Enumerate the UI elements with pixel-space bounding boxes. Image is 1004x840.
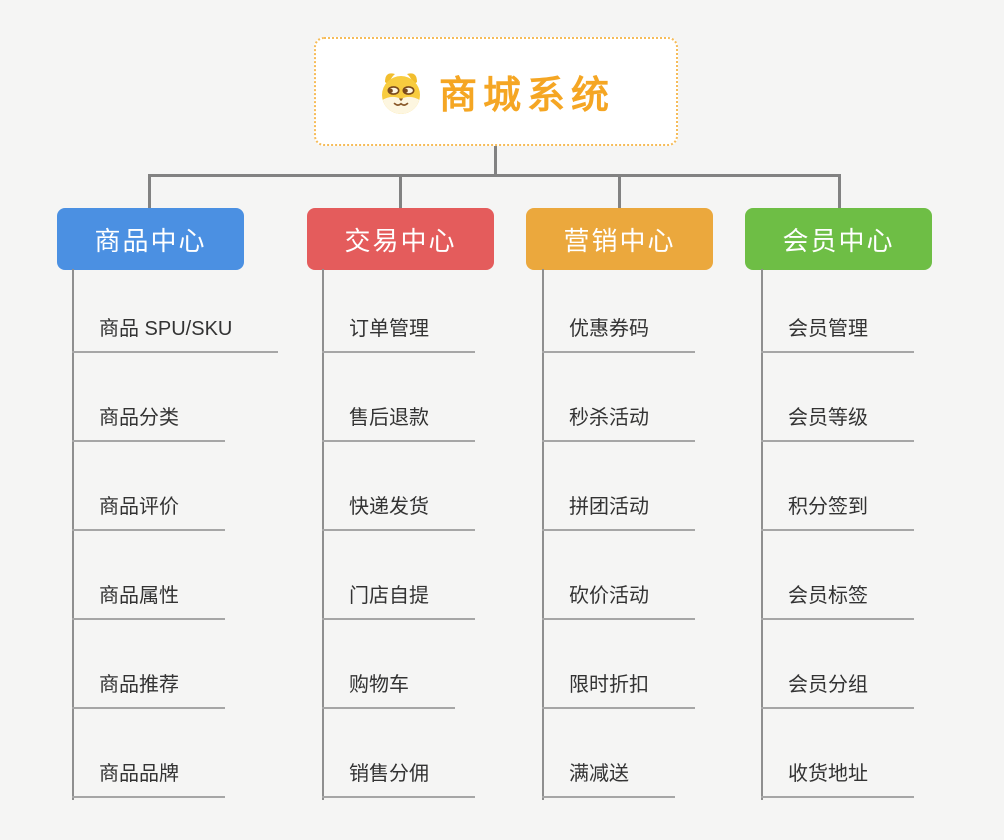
connector-drop-product-center bbox=[148, 174, 151, 208]
branch-label: 交易中心 bbox=[344, 225, 457, 256]
trunk-line-trade-center bbox=[322, 269, 324, 800]
root-node[interactable]: 商城系统 bbox=[314, 37, 678, 146]
leaf-item[interactable]: 会员标签 bbox=[761, 582, 914, 620]
connector-drop-member-center bbox=[838, 174, 841, 208]
connector-bus bbox=[148, 174, 841, 177]
leaf-item[interactable]: 秒杀活动 bbox=[542, 404, 695, 442]
branch-node-member-center[interactable]: 会员中心 bbox=[745, 208, 932, 270]
leaf-item[interactable]: 优惠券码 bbox=[542, 315, 695, 353]
leaf-item[interactable]: 购物车 bbox=[322, 671, 455, 709]
leaf-item[interactable]: 会员等级 bbox=[761, 404, 914, 442]
leaf-item[interactable]: 会员分组 bbox=[761, 671, 914, 709]
leaf-item[interactable]: 商品推荐 bbox=[72, 671, 225, 709]
trunk-line-member-center bbox=[761, 269, 763, 800]
trunk-line-product-center bbox=[72, 269, 74, 800]
leaf-item[interactable]: 收货地址 bbox=[761, 760, 914, 798]
connector-root-drop bbox=[494, 146, 497, 177]
leaf-item[interactable]: 商品属性 bbox=[72, 582, 225, 620]
leaf-item[interactable]: 售后退款 bbox=[322, 404, 475, 442]
leaf-item[interactable]: 快递发货 bbox=[322, 493, 475, 531]
connector-drop-trade-center bbox=[399, 174, 402, 208]
leaf-item[interactable]: 商品分类 bbox=[72, 404, 225, 442]
branch-label: 商品中心 bbox=[94, 225, 207, 256]
leaf-item[interactable]: 满减送 bbox=[542, 760, 675, 798]
branch-node-marketing-center[interactable]: 营销中心 bbox=[526, 208, 713, 270]
leaf-item[interactable]: 商品 SPU/SKU bbox=[72, 315, 279, 353]
leaf-item[interactable]: 积分签到 bbox=[761, 493, 914, 531]
branch-node-trade-center[interactable]: 交易中心 bbox=[307, 208, 494, 270]
leaf-item[interactable]: 拼团活动 bbox=[542, 493, 695, 531]
leaf-item[interactable]: 商品品牌 bbox=[72, 760, 225, 798]
trunk-line-marketing-center bbox=[542, 269, 544, 800]
branch-label: 营销中心 bbox=[563, 225, 676, 256]
leaf-item[interactable]: 限时折扣 bbox=[542, 671, 695, 709]
leaf-item[interactable]: 商品评价 bbox=[72, 493, 225, 531]
branch-node-product-center[interactable]: 商品中心 bbox=[57, 208, 244, 270]
leaf-item[interactable]: 会员管理 bbox=[761, 315, 914, 353]
leaf-item[interactable]: 订单管理 bbox=[322, 315, 475, 353]
branch-label: 会员中心 bbox=[782, 225, 895, 256]
connector-drop-marketing-center bbox=[618, 174, 621, 208]
leaf-item[interactable]: 门店自提 bbox=[322, 582, 475, 620]
leaf-item[interactable]: 销售分佣 bbox=[322, 760, 475, 798]
root-title: 商城系统 bbox=[438, 75, 615, 117]
doge-icon bbox=[381, 72, 420, 114]
leaf-item[interactable]: 砍价活动 bbox=[542, 582, 695, 620]
